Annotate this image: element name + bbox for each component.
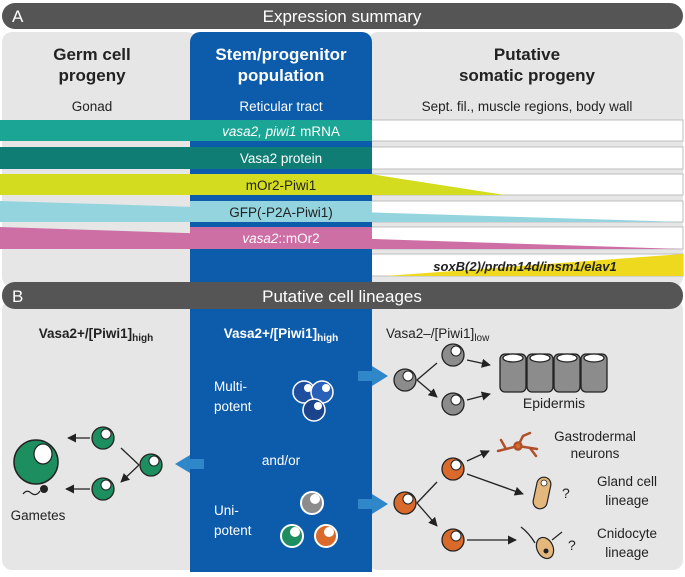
gametes-label: Gametes [11,508,66,523]
unipotent-cell-orange [314,524,338,548]
gland-cell-icon [532,476,552,510]
panel-b-title: Putative cell lineages [262,287,422,306]
panel-a-title: Expression summary [263,7,422,26]
panel-a-letter: A [12,7,24,26]
orange-arrow-neuron [466,450,490,462]
unipotent-cell-green [280,524,304,548]
epidermis-label: Epidermis [523,395,585,411]
band-mor2-piwi1-stem [190,174,372,195]
neuron-icon [496,431,539,458]
stem-state-label: Vasa2+/[Piwi1]high [224,326,339,344]
grey-arrow-upper [466,358,491,368]
band-label-vasa2-protein: Vasa2 protein [240,151,322,166]
panel-a-header [2,3,683,29]
germ-branch-lines [121,447,140,482]
germ-cell-lower [91,477,115,501]
band-label-gfp: GFP(-P2A-Piwi1) [229,205,333,220]
germ-column-title-2: progeny [58,66,126,85]
germ-state-label: Vasa2+/[Piwi1]high [39,326,154,344]
panel-b-header [2,282,683,309]
panel-b-letter: B [12,287,23,306]
sperm-icon [22,485,48,496]
germ-tissue-label: Gonad [72,99,113,114]
arrow-to-germ-body [190,459,204,469]
cnidocyte-label-1: Cnidocyte [597,526,657,541]
cnidocyte-icon [520,526,563,560]
orange-cell-root [393,491,417,515]
andor-label: and/or [262,453,301,468]
orange-cell-lower [441,528,465,552]
arrow-to-somatic-bottom [372,494,388,514]
band-label-soxb: soxB(2)/prdm14d/insm1/elav1 [433,259,617,274]
orange-cell-upper [441,457,465,481]
stem-column-title-2: population [238,66,325,85]
oocyte-icon [13,439,59,485]
epidermis-icon [499,353,608,393]
band-vasa2-mrna-stem [190,120,372,141]
germ-cell-upper [91,426,115,450]
unipotent-cell-grey [300,491,324,515]
unipotent-label-2: potent [214,523,252,538]
somatic-state-label: Vasa2–/[Piwi1]low [386,326,490,344]
gland-label-1: Gland cell [597,474,657,489]
stem-column-title-1: Stem/progenitor [215,45,347,64]
arrow-to-somatic-top [372,366,388,386]
grey-branch-lines [416,362,437,397]
stem-column-bg-b [190,290,372,572]
grey-cell-root [393,368,417,392]
germ-cell-root [139,453,163,477]
grey-cell-lower [441,392,465,416]
band-label-mor2-piwi1: mOr2-Piwi1 [246,178,317,193]
gland-question: ? [562,485,570,501]
unipotent-label-1: Uni- [214,503,239,518]
multipotent-label-1: Multi- [214,379,247,394]
band-label-vasa2-mrna: vasa2, piwi1 mRNA [222,124,340,139]
band-vasa2-protein-stem [190,147,372,169]
cnidocyte-label-2: lineage [605,545,649,560]
band-soxb [385,254,683,276]
gastrodermal-label-1: Gastrodermal [554,429,636,444]
stem-column-bottom [190,540,372,572]
multipotent-cluster [292,380,334,422]
band-gfp-stem-fill [190,201,372,222]
orange-branch-lines [416,481,437,526]
germ-column-title-1: Germ cell [53,45,131,64]
arrow-to-germ [175,455,190,473]
cnidocyte-question: ? [568,537,576,553]
grey-arrow-lower [466,391,491,401]
band-vasa2-mor2-stem [190,227,372,249]
band-label-vasa2-mor2: vasa2::mOr2 [242,231,319,246]
gland-label-2: lineage [605,493,649,508]
arrow-to-somatic-bottom-body [358,499,372,509]
somatic-column-title-1: Putative [494,45,560,64]
grey-cell-upper [441,343,465,367]
multipotent-label-2: potent [214,399,252,414]
orange-arrow-gland [466,473,524,496]
somatic-column-title-2: somatic progeny [459,66,596,85]
arrow-to-somatic-top-body [358,371,372,381]
stem-tissue-label: Reticular tract [239,99,323,114]
lane-1 [367,119,684,142]
lane-2 [367,146,684,170]
gastrodermal-label-2: neurons [571,446,620,461]
somatic-tissue-label: Sept. fil., muscle regions, body wall [422,99,633,114]
